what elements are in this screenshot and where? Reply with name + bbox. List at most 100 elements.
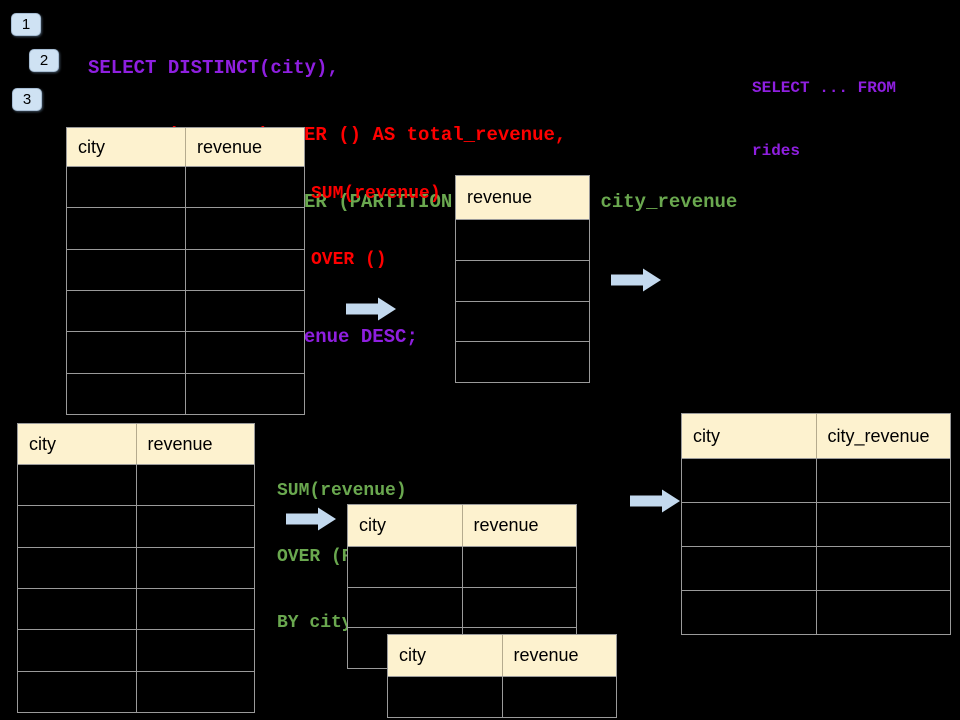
table-rides-source-bottom: city revenue [17, 423, 255, 713]
table-cell [682, 503, 817, 546]
table-body [456, 219, 589, 382]
table-rides-source-top: city revenue [66, 127, 305, 415]
table-row [682, 458, 950, 502]
table-cell [456, 261, 589, 301]
table-cell [186, 332, 304, 372]
table-city-revenue-result: city city_revenue [681, 413, 951, 635]
table-cell [503, 677, 617, 717]
label-total-line-1: SUM(revenue) [311, 184, 441, 204]
table-header-row: city revenue [67, 128, 304, 166]
table-row [18, 629, 255, 671]
table-cell [137, 506, 255, 546]
table-cell [137, 630, 255, 670]
table-row [67, 207, 304, 249]
table-cell [463, 588, 577, 628]
table-cell [67, 208, 186, 249]
table-cell [186, 208, 304, 248]
column-header-city: city [67, 128, 186, 166]
table-row [67, 331, 304, 373]
table-row [348, 586, 577, 628]
table-cell [186, 374, 304, 414]
table-row [67, 289, 304, 332]
table-row [67, 166, 304, 208]
table-row [456, 259, 589, 301]
table-body [18, 464, 254, 712]
table-partition-b: city revenue [387, 634, 617, 718]
table-cell [817, 503, 951, 546]
table-header-row: city revenue [18, 424, 254, 464]
column-header-revenue: revenue [467, 187, 533, 207]
table-cell [137, 548, 255, 588]
snippet-line-1: SELECT ... FROM [752, 79, 897, 97]
table-row [67, 372, 304, 414]
table-body [388, 676, 616, 717]
step-badge-3: 3 [12, 88, 42, 111]
table-row [18, 505, 255, 547]
table-cell [18, 547, 137, 588]
table-cell [348, 547, 463, 587]
table-cell [463, 547, 577, 587]
table-row [67, 248, 304, 290]
table-cell [67, 332, 186, 373]
table-row [388, 676, 616, 717]
table-header-row: revenue [456, 176, 589, 219]
snippet-line-2: rides [752, 142, 801, 160]
table-cell [67, 373, 186, 414]
label-partition-line-1: SUM(revenue) [277, 481, 407, 501]
table-cell [137, 465, 255, 505]
table-cell [817, 591, 951, 634]
arrow-right-icon [346, 297, 396, 321]
table-header-row: city revenue [388, 635, 616, 676]
table-cell [67, 249, 186, 290]
arrow-right-icon [286, 507, 336, 531]
label-sum-over-total: SUM(revenue) OVER () [311, 139, 441, 315]
sql-line-select: SELECT DISTINCT(city), [88, 56, 339, 79]
table-cell [18, 630, 137, 671]
table-cell [817, 459, 951, 502]
column-header-revenue: revenue [147, 433, 213, 454]
table-cell [18, 465, 137, 506]
column-header-city: city [348, 505, 463, 546]
table-cell [682, 459, 817, 502]
arrow-right-icon [611, 268, 661, 292]
table-cell [817, 547, 951, 590]
table-row [456, 219, 589, 260]
table-row [18, 587, 255, 630]
table-row [682, 546, 950, 590]
table-row [456, 300, 589, 342]
label-total-line-2: OVER () [311, 250, 387, 270]
table-cell [137, 589, 255, 629]
table-cell [682, 547, 817, 590]
table-cell [186, 250, 304, 290]
column-header-city: city [388, 635, 503, 676]
table-body [67, 166, 304, 414]
table-cell [388, 677, 503, 717]
table-row [682, 590, 950, 634]
table-body [682, 458, 950, 634]
table-header-row: city city_revenue [682, 414, 950, 458]
table-cell [456, 342, 589, 382]
table-header-row: city revenue [348, 505, 576, 546]
column-header-revenue: revenue [513, 645, 579, 665]
side-sql-snippet: SELECT ... FROM rides [752, 36, 896, 204]
table-cell [186, 167, 304, 207]
step-badge-1: 1 [11, 13, 41, 36]
table-cell [186, 291, 304, 331]
column-header-revenue: revenue [197, 136, 263, 157]
column-header-city: city [18, 424, 137, 464]
table-cell [456, 220, 589, 260]
arrow-right-icon [630, 489, 680, 513]
step-badge-2: 2 [29, 49, 59, 72]
table-total-revenue: revenue [455, 175, 590, 383]
table-cell [18, 506, 137, 547]
column-header-revenue: revenue [473, 515, 539, 535]
table-row [18, 670, 254, 712]
table-cell [18, 588, 137, 630]
table-cell [18, 671, 137, 712]
table-row [18, 546, 255, 588]
table-cell [67, 167, 186, 208]
table-row [456, 341, 589, 382]
table-cell [682, 591, 817, 634]
column-header-city-revenue: city_revenue [827, 425, 930, 446]
